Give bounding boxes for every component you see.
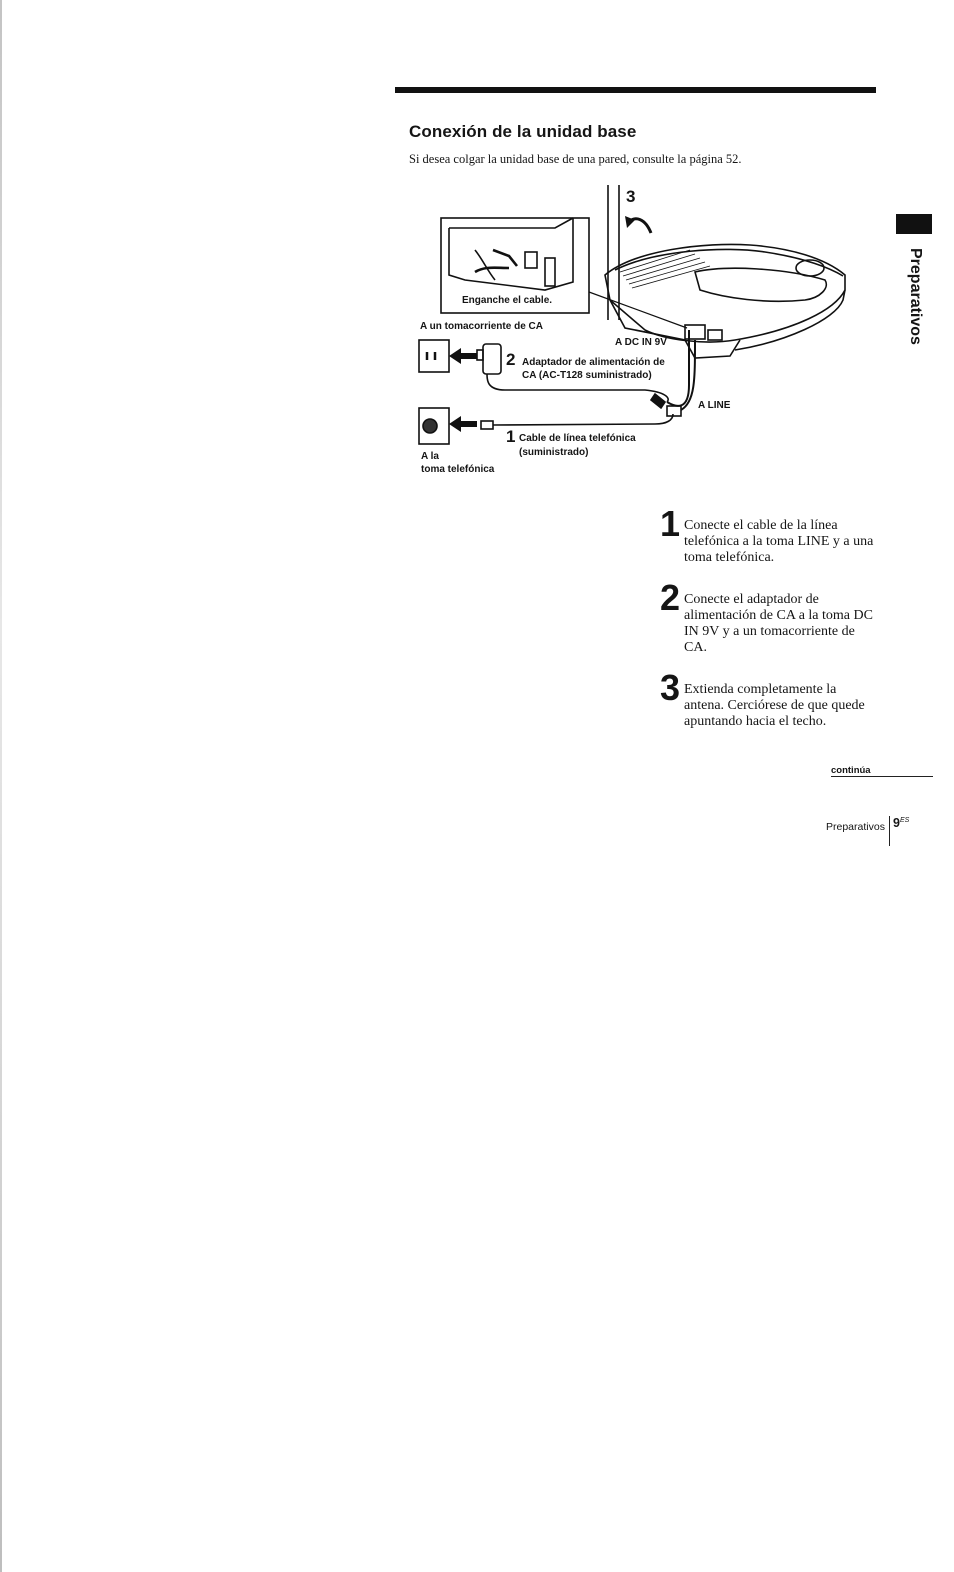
continued-rule <box>831 776 933 777</box>
label-dcin: A DC IN 9V <box>615 337 667 348</box>
label-wall-2: toma telefónica <box>421 464 495 475</box>
inset-label: Enganche el cable. <box>462 295 553 306</box>
base-unit <box>604 243 846 343</box>
callout-2: 2 <box>506 350 516 369</box>
arrow-left-icon <box>449 348 477 364</box>
step-1-number: 1 <box>660 503 681 544</box>
label-adapter-2: CA (AC-T128 suministrado) <box>522 370 652 381</box>
footer-divider <box>889 816 890 846</box>
intro-text: Si desea colgar la unidad base de una pa… <box>409 152 742 166</box>
section-rule <box>395 87 876 93</box>
footer-section: Preparativos <box>826 821 885 833</box>
step-3-number: 3 <box>660 667 681 708</box>
ac-adapter <box>482 343 502 375</box>
step-3-text: Extienda completamente la antena. Cerció… <box>684 682 865 729</box>
section-title: Conexión de la unidad base <box>409 122 637 141</box>
label-adapter-1: Adaptador de alimentación de <box>522 357 665 368</box>
connection-diagram <box>418 185 846 445</box>
step-1-text: Conecte el cable de la línea telefónica … <box>684 518 874 565</box>
step-2-number: 2 <box>660 577 681 618</box>
continued-label: continúa <box>831 765 871 776</box>
step-2-text: Conecte el adaptador de alimentación de … <box>684 592 873 655</box>
label-cable-1: Cable de línea telefónica <box>519 433 636 444</box>
callout-3: 3 <box>626 187 636 206</box>
arrow-left-icon-2 <box>449 416 477 432</box>
section-tab-label: Preparativos <box>907 248 924 345</box>
page-number: 9ES <box>893 816 910 830</box>
label-wall-1: A la <box>421 451 439 462</box>
label-line: A LINE <box>698 400 731 411</box>
label-outlet: A un tomacorriente de CA <box>420 321 543 332</box>
label-cable-2: (suministrado) <box>519 447 589 458</box>
section-tab-marker <box>896 214 932 234</box>
phone-wall-jack <box>418 407 450 445</box>
callout-1: 1 <box>506 427 516 446</box>
page-edge-shadow <box>0 0 2 1572</box>
inset-box <box>440 217 590 314</box>
